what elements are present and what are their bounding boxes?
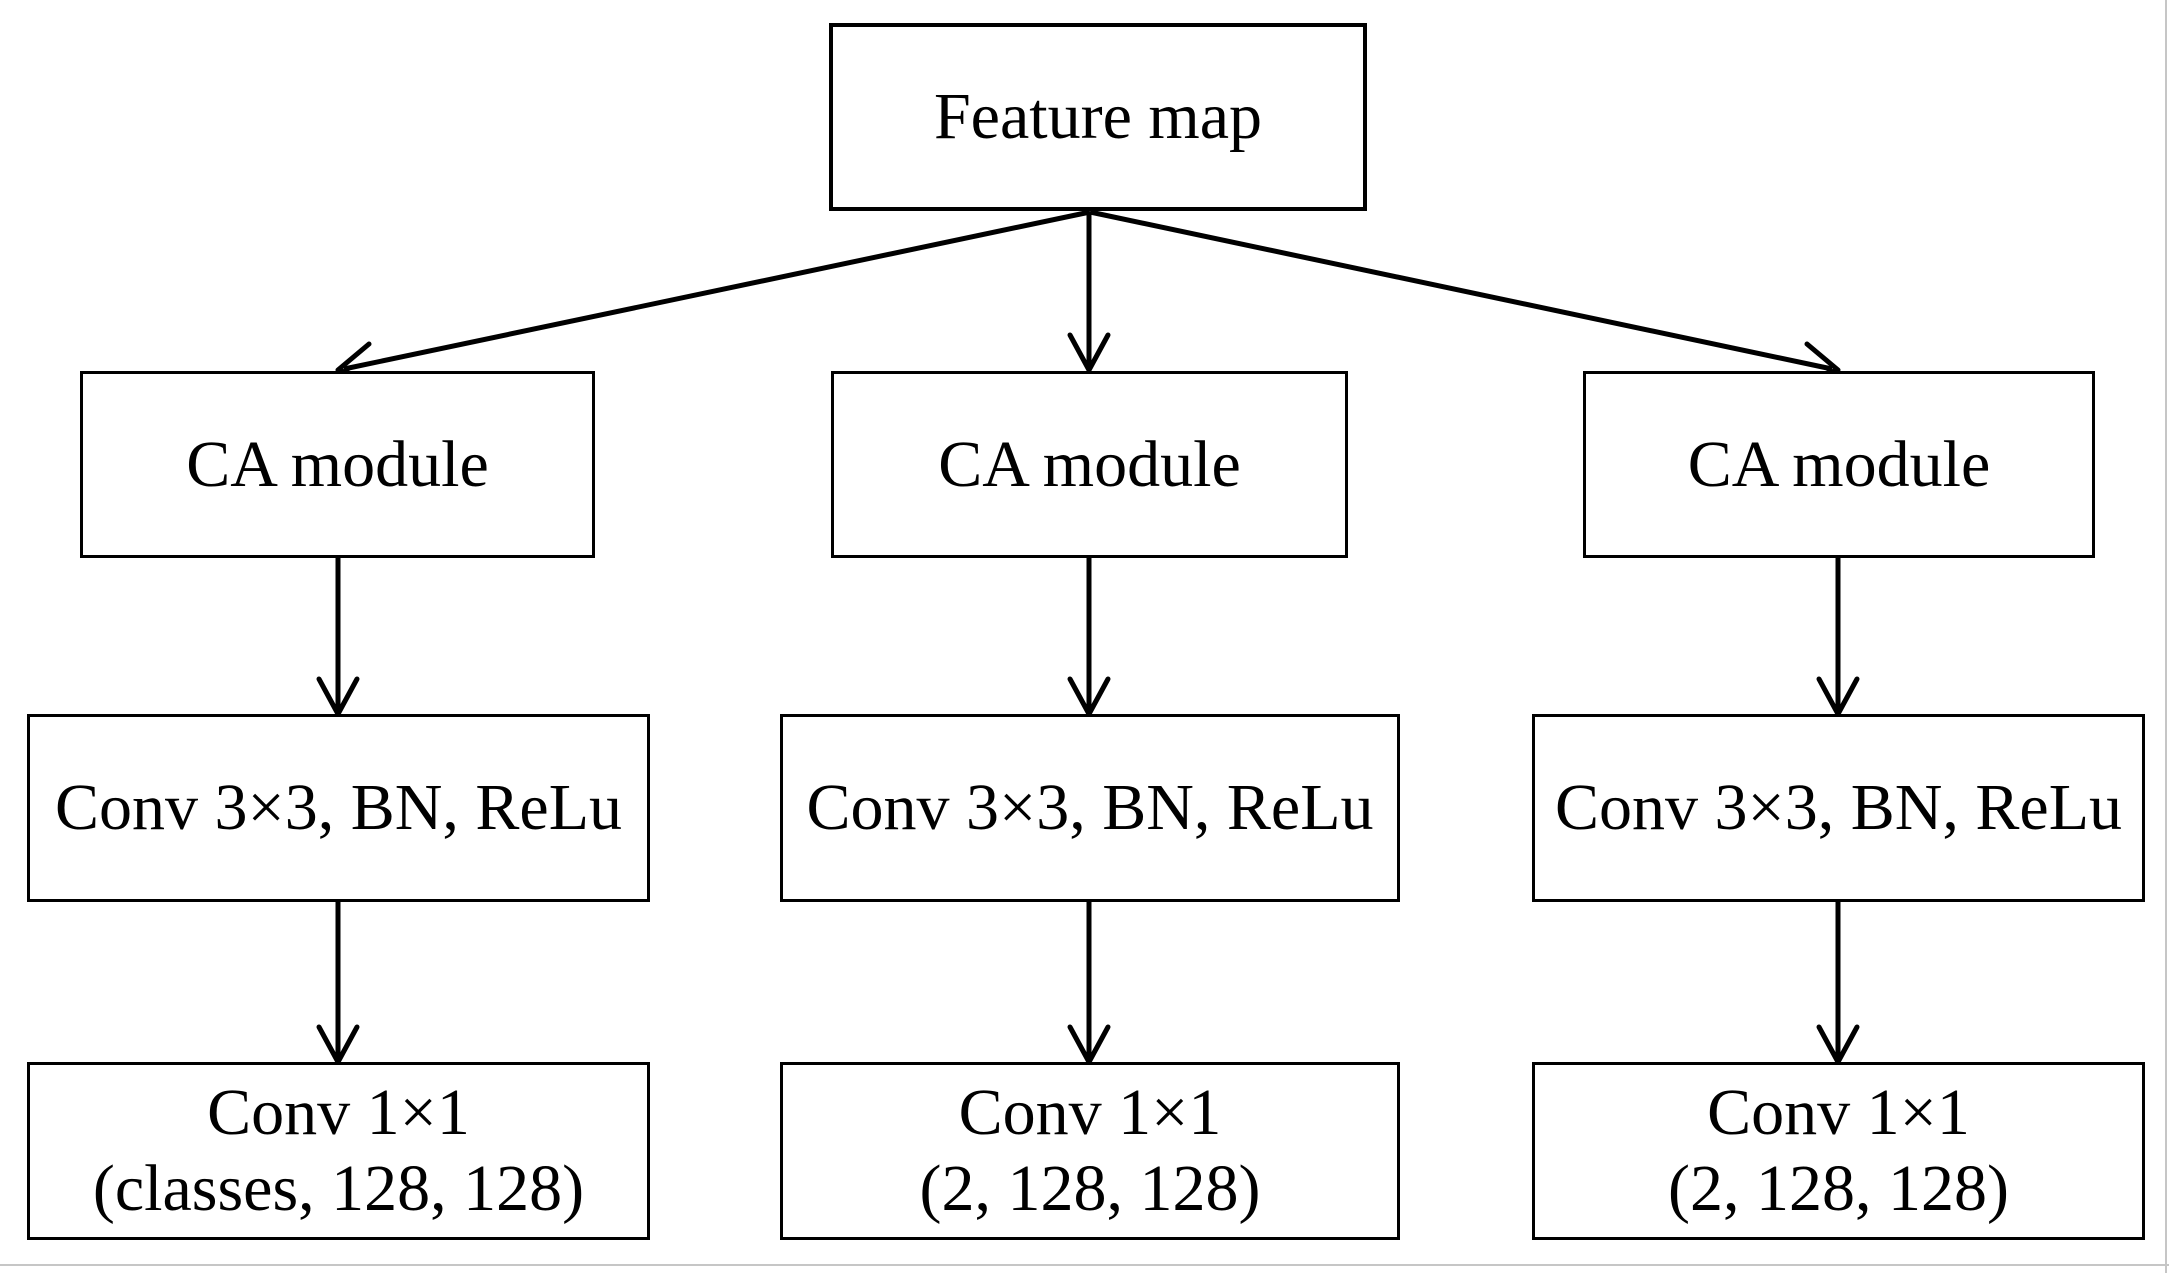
- arrow-feature-to-ca-left: [335, 209, 1091, 384]
- arrow-ca-to-conv3-mid: [1067, 558, 1111, 717]
- conv1x1-box-middle: Conv 1×1 (2, 128, 128): [780, 1062, 1400, 1240]
- feature-map-box: Feature map: [829, 23, 1367, 211]
- arrow-conv3-to-conv1-left: [316, 902, 360, 1065]
- arrow-conv3-to-conv1-mid: [1067, 902, 1111, 1065]
- ca-module-box-middle: CA module: [831, 371, 1348, 558]
- conv1x1-label: Conv 1×1: [958, 1076, 1222, 1150]
- arrow-ca-to-conv3-right: [1816, 558, 1860, 717]
- arrow-feature-to-ca-mid: [1067, 212, 1111, 373]
- conv3x3-label: Conv 3×3, BN, ReLu: [806, 771, 1374, 845]
- conv1x1-box-left: Conv 1×1 (classes, 128, 128): [27, 1062, 650, 1240]
- conv3x3-label: Conv 3×3, BN, ReLu: [1554, 771, 2123, 845]
- ca-module-label: CA module: [1687, 427, 1991, 501]
- ca-module-label: CA module: [186, 427, 489, 501]
- conv3x3-label: Conv 3×3, BN, ReLu: [54, 771, 623, 845]
- ca-module-label: CA module: [938, 427, 1241, 501]
- conv1x1-shape: (2, 128, 128): [1668, 1152, 2009, 1225]
- ca-module-box-left: CA module: [80, 371, 595, 558]
- conv1x1-label: Conv 1×1: [207, 1076, 470, 1150]
- conv1x1-shape: (classes, 128, 128): [92, 1152, 585, 1225]
- ca-module-box-right: CA module: [1583, 371, 2095, 558]
- conv1x1-box-right: Conv 1×1 (2, 128, 128): [1532, 1062, 2145, 1240]
- conv1x1-shape: (2, 128, 128): [919, 1152, 1261, 1225]
- arrow-ca-to-conv3-left: [316, 558, 360, 717]
- arrow-feature-to-ca-right: [1089, 209, 1841, 384]
- conv1x1-label: Conv 1×1: [1707, 1076, 1970, 1150]
- conv3x3-box-middle: Conv 3×3, BN, ReLu: [780, 714, 1400, 902]
- conv3x3-box-left: Conv 3×3, BN, ReLu: [27, 714, 650, 902]
- feature-map-label: Feature map: [933, 80, 1263, 154]
- conv3x3-box-right: Conv 3×3, BN, ReLu: [1532, 714, 2145, 902]
- arrow-conv3-to-conv1-right: [1816, 902, 1860, 1065]
